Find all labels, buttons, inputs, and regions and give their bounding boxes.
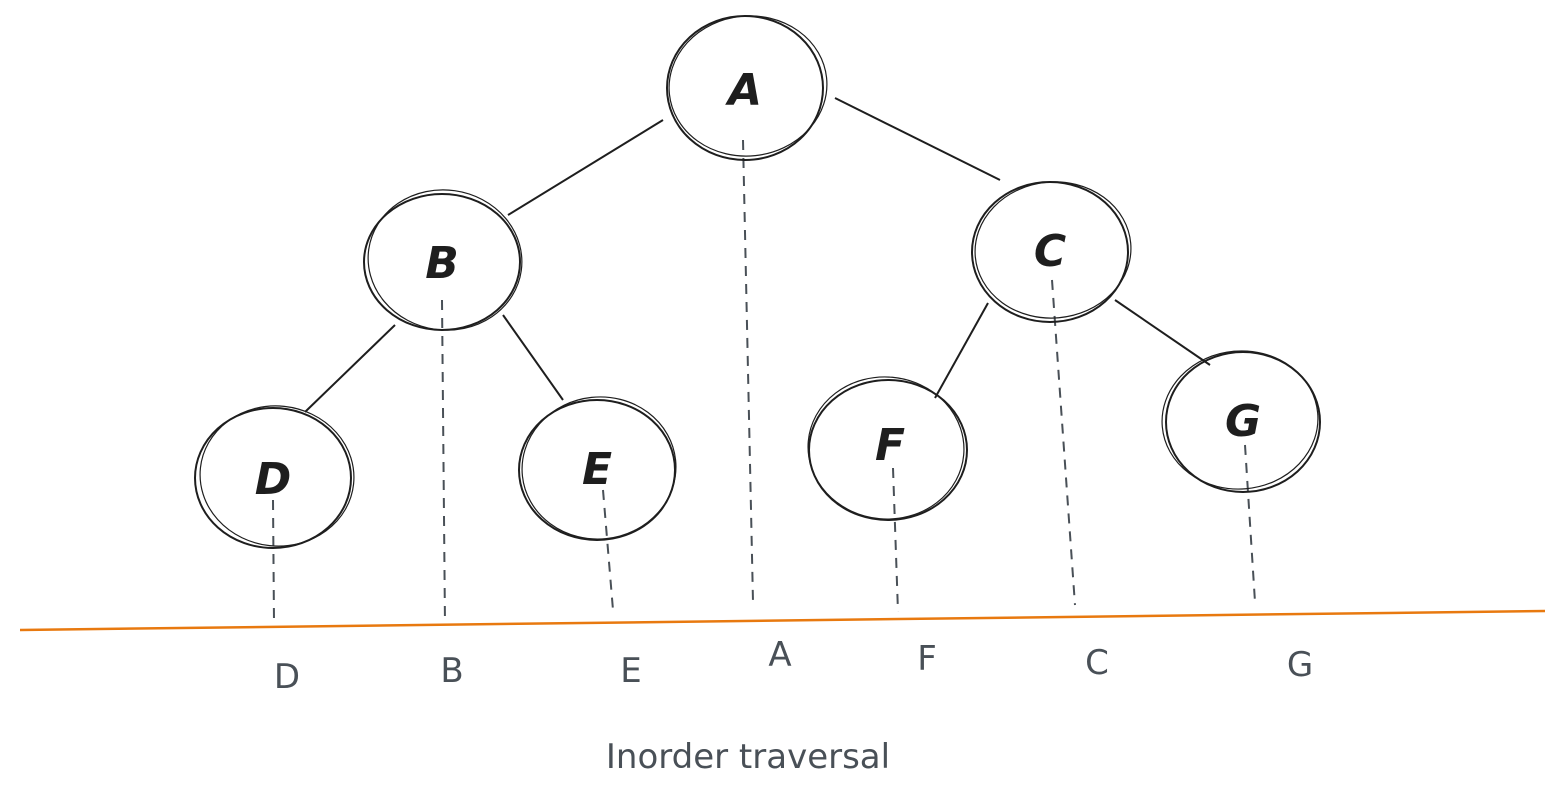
edge-b-e bbox=[502, 314, 564, 401]
edge-a-b bbox=[507, 119, 664, 216]
node-label: A bbox=[725, 65, 762, 116]
order-label: F bbox=[917, 639, 937, 679]
order-label: G bbox=[1287, 645, 1313, 685]
projection-b bbox=[441, 299, 446, 626]
node-label: C bbox=[1034, 226, 1066, 277]
order-label: D bbox=[274, 657, 300, 697]
traversal-order: D B E A F C G bbox=[274, 635, 1313, 697]
node-a: A bbox=[666, 15, 828, 161]
traversal-baseline bbox=[19, 609, 1546, 632]
diagram-caption: Inorder traversal bbox=[606, 737, 890, 777]
projection-c bbox=[1051, 279, 1076, 606]
node-label: G bbox=[1225, 396, 1261, 447]
edge-b-d bbox=[304, 324, 396, 413]
edge-c-f bbox=[934, 302, 989, 399]
projection-e bbox=[602, 489, 614, 611]
node-e: E bbox=[518, 396, 677, 541]
node-label: B bbox=[425, 238, 459, 289]
projection-a bbox=[742, 139, 754, 603]
node-c: C bbox=[971, 181, 1132, 323]
node-label: E bbox=[582, 444, 612, 495]
edge-c-g bbox=[1114, 299, 1211, 366]
edge-a-c bbox=[834, 97, 1001, 181]
projection-g bbox=[1244, 444, 1256, 603]
node-g: G bbox=[1161, 350, 1321, 493]
order-label: B bbox=[440, 651, 463, 691]
order-label: A bbox=[768, 635, 791, 675]
projection-d bbox=[272, 499, 275, 623]
node-b: B bbox=[363, 189, 523, 331]
node-label: F bbox=[875, 420, 905, 471]
node-label: D bbox=[255, 454, 292, 505]
order-label: E bbox=[620, 651, 641, 691]
tree-edges bbox=[304, 97, 1211, 413]
node-f: F bbox=[807, 376, 968, 521]
projection-f bbox=[892, 467, 899, 613]
order-label: C bbox=[1085, 643, 1109, 683]
projection-lines bbox=[272, 139, 1256, 626]
node-d: D bbox=[194, 405, 355, 549]
